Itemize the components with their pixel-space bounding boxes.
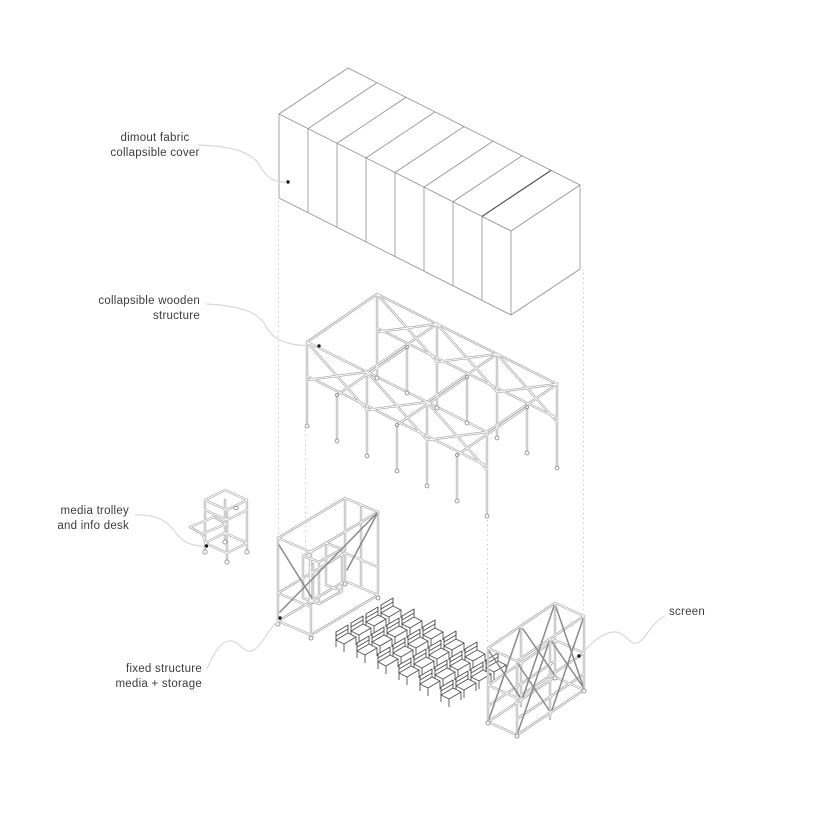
label-line: collapsible wooden — [98, 295, 200, 307]
label-line: collapsible cover — [110, 147, 200, 159]
audience-chairs — [335, 597, 507, 707]
fixed-structure-foot — [308, 635, 314, 641]
cover-dark-seam — [481, 169, 552, 217]
fixed-structure-foot — [375, 595, 381, 601]
screen-foot — [552, 675, 558, 681]
fixed-structure-foot — [342, 581, 348, 587]
label-wooden-structure: collapsible wooden structure — [70, 294, 200, 324]
chair — [449, 650, 471, 678]
screen-foot — [485, 720, 491, 726]
screen-foot — [581, 688, 587, 694]
label-media-trolley: media trolley and info desk — [19, 504, 129, 534]
annotation-dots — [204, 180, 581, 658]
label-line: and info desk — [57, 520, 129, 532]
leader-lines — [134, 144, 666, 670]
fixed-structure-foot — [275, 621, 281, 627]
chair — [356, 635, 378, 663]
trolley-caster — [202, 549, 208, 555]
collapsible-wooden-structure — [304, 292, 560, 519]
chair — [434, 659, 456, 687]
trolley-caster — [244, 549, 250, 555]
leader-line-wooden — [205, 303, 317, 347]
chair — [419, 668, 441, 696]
screen-foot — [514, 733, 520, 739]
cover-panel-seams — [307, 82, 552, 301]
chair — [335, 624, 357, 652]
label-line: fixed structure — [126, 663, 202, 675]
chair — [398, 657, 420, 685]
label-dimout-cover: dimout fabric collapsible cover — [100, 131, 210, 161]
annotation-dot-wooden — [317, 344, 321, 348]
label-line: dimout fabric — [120, 132, 190, 144]
chair — [440, 679, 462, 707]
dimout-cover-box — [278, 67, 581, 316]
chair — [455, 670, 477, 698]
chair — [413, 648, 435, 676]
chair — [365, 606, 387, 634]
annotation-dot-screen — [577, 654, 581, 658]
label-line: structure — [153, 310, 200, 322]
projection-guides — [278, 201, 584, 645]
trolley-caster — [224, 559, 230, 565]
screen-cross-braces — [488, 605, 584, 733]
screen-structure — [485, 601, 587, 739]
chair — [350, 615, 372, 643]
label-screen: screen — [669, 605, 705, 620]
label-line: media + storage — [115, 678, 202, 690]
annotation-dot-fixed — [278, 616, 282, 620]
leader-line-screen — [580, 615, 666, 656]
media-trolley — [188, 488, 250, 565]
leader-line-trolley — [134, 514, 205, 547]
label-line: screen — [669, 606, 706, 618]
leader-line-fixed — [206, 620, 279, 670]
trolley-drawer-handle — [233, 505, 239, 511]
annotation-dot-cover — [286, 180, 290, 184]
fixed-structure-media-storage — [275, 496, 381, 641]
annotation-dot-trolley — [204, 544, 209, 548]
trolley-caster — [222, 539, 228, 545]
chair — [377, 646, 399, 674]
label-fixed-structure: fixed structure media + storage — [82, 662, 202, 692]
leader-line-cover — [197, 144, 286, 183]
label-line: media trolley — [60, 505, 129, 517]
